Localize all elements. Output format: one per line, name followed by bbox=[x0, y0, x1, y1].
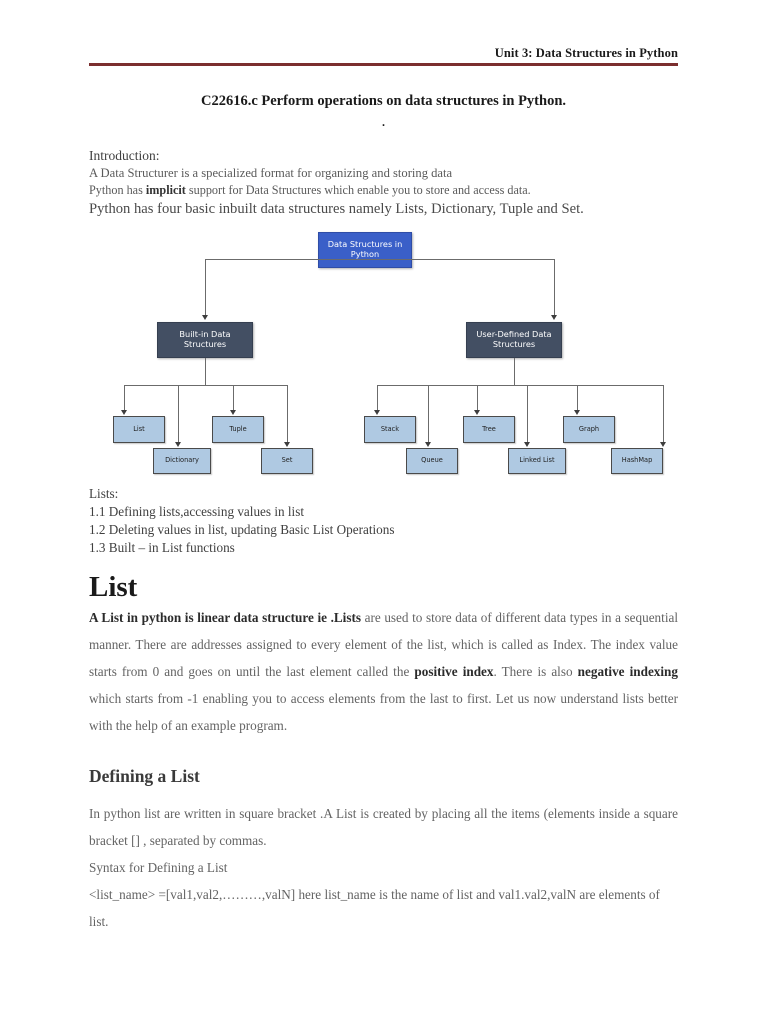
running-header-title: Unit 3: Data Structures in Python bbox=[494, 46, 678, 60]
diagram-leaf-set-label: Set bbox=[281, 456, 293, 465]
diagram-leaf-stack-label: Stack bbox=[380, 424, 400, 433]
diagram-arrow-graph bbox=[574, 410, 580, 415]
diagram-leaf-set: Set bbox=[261, 448, 313, 474]
diagram-arrow-linkedlist bbox=[524, 442, 530, 447]
diagram-leaf-hashmap-label: HashMap bbox=[621, 456, 653, 465]
diagram-leaf-dictionary: Dictionary bbox=[153, 448, 211, 474]
diagram-edge-drop-dictionary bbox=[178, 385, 179, 444]
section-heading-defining-a-list: Defining a List bbox=[89, 766, 200, 786]
diagram-node-root-label: Data Structures in Python bbox=[327, 239, 403, 259]
diagram-edge-root-bus bbox=[205, 259, 554, 260]
diagram-arrow-stack bbox=[374, 410, 380, 415]
diagram-edge-builtin-bus bbox=[124, 385, 287, 386]
diagram-edge-userdefined-stem bbox=[514, 358, 515, 385]
diagram-edge-drop-queue bbox=[428, 385, 429, 444]
diagram-leaf-linkedlist: Linked List bbox=[508, 448, 566, 474]
page-title: C22616.c Perform operations on data stru… bbox=[200, 93, 567, 109]
diagram-edge-drop-hashmap bbox=[663, 385, 664, 444]
diagram-leaf-list-label: List bbox=[133, 424, 145, 433]
diagram-leaf-stack: Stack bbox=[364, 416, 416, 443]
diagram-node-builtin: Built-in Data Structures bbox=[157, 322, 253, 358]
diagram-node-builtin-label: Built-in Data Structures bbox=[179, 329, 231, 349]
diagram-leaf-tree: Tree bbox=[463, 416, 515, 443]
diagram-arrow-to-userdefined bbox=[551, 315, 557, 320]
syntax-line: <list_name> =[val1,val2,………,valN] here l… bbox=[89, 887, 660, 930]
diagram-arrow-tuple bbox=[230, 410, 236, 415]
diagram-edge-userdefined-bus bbox=[377, 385, 663, 386]
list-section-paragraph: A List in python is linear data structur… bbox=[89, 604, 678, 739]
diagram-edge-root-right-drop bbox=[554, 259, 555, 317]
introduction-block: Introduction: A Data Structurer is a spe… bbox=[89, 147, 689, 219]
section-heading-list: List bbox=[89, 571, 138, 603]
syntax-label: Syntax for Defining a List bbox=[89, 860, 228, 875]
diagram-edge-drop-list bbox=[124, 385, 125, 412]
lists-outline-item-3: 1.3 Built – in List functions bbox=[89, 540, 235, 556]
diagram-arrow-hashmap bbox=[660, 442, 666, 447]
page-header: Unit 3: Data Structures in Python bbox=[89, 44, 678, 62]
introduction-line-1: A Data Structurer is a specialized forma… bbox=[89, 165, 453, 180]
intro-line2-bold: implicit bbox=[145, 182, 186, 197]
diagram-edge-drop-tree bbox=[477, 385, 478, 412]
diagram-arrow-set bbox=[284, 442, 290, 447]
diagram-arrow-tree bbox=[474, 410, 480, 415]
diagram-leaf-tuple-label: Tuple bbox=[229, 424, 247, 433]
header-rule-divider bbox=[89, 63, 678, 66]
diagram-leaf-queue-label: Queue bbox=[421, 456, 443, 465]
diagram-leaf-graph-label: Graph bbox=[578, 424, 600, 433]
diagram-leaf-graph: Graph bbox=[563, 416, 615, 443]
introduction-line-2: Python has implicit support for Data Str… bbox=[89, 182, 689, 199]
title-subdot: . bbox=[382, 115, 385, 129]
diagram-arrow-list bbox=[121, 410, 127, 415]
list-paragraph-part-2: . There is also bbox=[493, 664, 578, 680]
diagram-node-root: Data Structures in Python bbox=[318, 232, 412, 268]
list-paragraph-bold-negative-indexing: negative indexing bbox=[577, 664, 678, 680]
introduction-line-3: Python has four basic inbuilt data struc… bbox=[89, 200, 584, 217]
lists-outline-block: Lists: 1.1 Defining lists,accessing valu… bbox=[89, 485, 689, 557]
diagram-node-userdefined: User-Defined Data Structures bbox=[466, 322, 562, 358]
diagram-edge-builtin-stem bbox=[205, 358, 206, 385]
diagram-leaf-tuple: Tuple bbox=[212, 416, 264, 443]
introduction-label: Introduction: bbox=[89, 148, 160, 163]
list-paragraph-part-3: which starts from -1 enabling you to acc… bbox=[89, 691, 678, 734]
diagram-leaf-tree-label: Tree bbox=[482, 424, 496, 433]
intro-line2-pre: Python has bbox=[89, 182, 146, 197]
diagram-edge-drop-set bbox=[287, 385, 288, 444]
defining-section-paragraph: In python list are written in square bra… bbox=[89, 806, 678, 849]
list-paragraph-bold-lead: A List in python is linear data structur… bbox=[89, 610, 361, 625]
diagram-arrow-dictionary bbox=[175, 442, 181, 447]
diagram-edge-drop-tuple bbox=[233, 385, 234, 412]
data-structures-tree-diagram: Data Structures in Python Built-in Data … bbox=[89, 232, 689, 484]
diagram-arrow-to-builtin bbox=[202, 315, 208, 320]
syntax-block: Syntax for Defining a List <list_name> =… bbox=[89, 854, 678, 935]
diagram-edge-drop-graph bbox=[577, 385, 578, 412]
diagram-leaf-hashmap: HashMap bbox=[611, 448, 663, 474]
lists-outline-item-1: 1.1 Defining lists,accessing values in l… bbox=[89, 504, 304, 520]
lists-outline-heading: Lists: bbox=[89, 486, 119, 501]
diagram-node-userdefined-label: User-Defined Data Structures bbox=[476, 329, 552, 349]
diagram-edge-drop-stack bbox=[377, 385, 378, 412]
diagram-arrow-queue bbox=[425, 442, 431, 447]
list-paragraph-part-1: are used to store data of different data… bbox=[89, 610, 678, 680]
diagram-edge-root-left-drop bbox=[205, 259, 206, 317]
diagram-leaf-dictionary-label: Dictionary bbox=[165, 456, 199, 465]
lists-outline-item-2: 1.2 Deleting values in list, updating Ba… bbox=[89, 522, 395, 538]
intro-line2-post: support for Data Structures which enable… bbox=[185, 182, 531, 197]
list-paragraph-bold-positive-index: positive index bbox=[414, 664, 494, 680]
diagram-leaf-queue: Queue bbox=[406, 448, 458, 474]
diagram-leaf-linkedlist-label: Linked List bbox=[519, 456, 555, 465]
diagram-edge-drop-linkedlist bbox=[527, 385, 528, 444]
diagram-leaf-list: List bbox=[113, 416, 165, 443]
